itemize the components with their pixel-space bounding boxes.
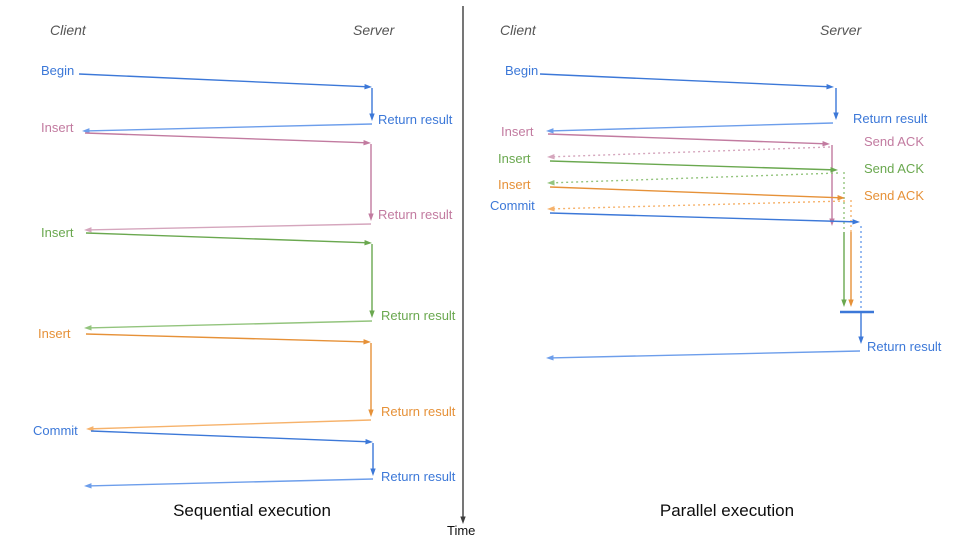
seq-insert3-server-exec-arrowhead — [368, 409, 374, 417]
seq-begin-server-exec — [369, 88, 375, 121]
par-begin-server-exec — [833, 88, 839, 120]
seq-begin-label: Begin — [41, 63, 75, 78]
par-insert3-server-exec — [848, 232, 854, 307]
seq-commit-request — [90, 430, 373, 445]
par-insert1-ack-arrowhead — [547, 154, 555, 160]
par-insert1-server-exec — [829, 145, 835, 226]
seq-insert2-server-exec-arrowhead — [369, 310, 375, 318]
par-insert3-server-exec-arrowhead — [848, 299, 854, 307]
par-return-begin-label: Return result — [853, 111, 928, 126]
par-insert3-request — [549, 186, 845, 201]
seq-begin-return — [82, 123, 373, 134]
par-commit-request-arrowhead — [852, 219, 860, 225]
par-commit-request — [549, 212, 860, 225]
server-header-parallel: Server — [820, 22, 862, 38]
seq-commit-request-arrowhead — [365, 439, 373, 445]
seq-return-begin-label: Return result — [378, 112, 453, 127]
seq-insert1-return — [84, 223, 372, 233]
par-insert2-server-exec — [841, 232, 847, 307]
par-ack2-label: Send ACK — [864, 161, 924, 176]
seq-begin-server-exec-arrowhead — [369, 113, 375, 121]
par-begin-label: Begin — [505, 63, 539, 78]
par-commit-return-arrowhead — [546, 355, 554, 361]
seq-return-insert1-label: Return result — [378, 207, 453, 222]
seq-insert2-return — [84, 320, 373, 331]
seq-begin-request-arrowhead — [364, 83, 372, 90]
par-begin-return-arrowhead — [546, 128, 554, 134]
par-commit-return — [546, 350, 861, 361]
seq-insert3-label: Insert — [38, 326, 71, 341]
seq-insert1-label: Insert — [41, 120, 74, 135]
par-ack1-label: Send ACK — [864, 134, 924, 149]
par-insert2-label: Insert — [498, 151, 531, 166]
seq-insert2-request — [85, 232, 372, 246]
par-insert1-ack — [547, 146, 831, 160]
seq-begin-request — [78, 73, 372, 90]
par-insert2-request-arrowhead — [830, 167, 838, 173]
seq-return-insert2-label: Return result — [381, 308, 456, 323]
par-insert3-ack-arrowhead — [547, 206, 555, 212]
par-insert2-server-exec-arrowhead — [841, 299, 847, 307]
server-header-sequential: Server — [353, 22, 395, 38]
seq-insert3-request-arrowhead — [363, 339, 371, 345]
par-commit-label: Commit — [490, 198, 535, 213]
seq-insert2-return-arrowhead — [84, 325, 92, 331]
seq-insert1-request — [84, 132, 371, 146]
time-axis-label: Time — [447, 523, 476, 538]
par-commit-server-exec — [858, 313, 864, 344]
seq-commit-server-exec — [370, 443, 376, 476]
seq-commit-label: Commit — [33, 423, 78, 438]
par-insert2-ack-arrowhead — [547, 180, 555, 186]
time-axis — [460, 6, 466, 524]
par-insert1-server-exec-arrowhead — [829, 218, 835, 226]
seq-begin-return-arrowhead — [82, 128, 90, 134]
seq-insert2-label: Insert — [41, 225, 74, 240]
seq-insert1-return-arrowhead — [84, 227, 92, 233]
par-commit-server-exec-arrowhead — [858, 336, 864, 344]
seq-insert2-request-arrowhead — [364, 240, 372, 246]
seq-insert1-request-arrowhead — [363, 140, 371, 146]
seq-commit-return — [84, 478, 374, 489]
seq-commit-return-arrowhead — [84, 483, 92, 489]
par-return-commit-label: Return result — [867, 339, 942, 354]
seq-insert3-return — [86, 419, 372, 432]
seq-insert3-server-exec — [368, 343, 374, 417]
seq-insert1-server-exec — [368, 144, 374, 221]
par-insert2-request — [549, 160, 838, 173]
caption-sequential-execution: Sequential execution — [173, 501, 331, 520]
client-header-sequential: Client — [50, 22, 86, 38]
seq-insert1-server-exec-arrowhead — [368, 213, 374, 221]
caption-parallel-execution: Parallel execution — [659, 501, 795, 520]
par-insert3-label: Insert — [498, 177, 531, 192]
par-insert3-request-arrowhead — [837, 195, 845, 201]
time-axis-arrowhead — [460, 516, 466, 524]
seq-insert2-server-exec — [369, 244, 375, 318]
par-insert1-request — [547, 133, 830, 147]
par-insert3-ack — [547, 200, 846, 212]
par-ack3-label: Send ACK — [864, 188, 924, 203]
par-begin-request-arrowhead — [826, 83, 834, 90]
par-insert1-label: Insert — [501, 124, 534, 139]
client-header-parallel: Client — [500, 22, 536, 38]
seq-insert3-request — [85, 333, 371, 345]
par-insert2-ack — [547, 172, 839, 186]
seq-return-commit-label: Return result — [381, 469, 456, 484]
par-begin-return — [546, 122, 834, 134]
par-begin-server-exec-arrowhead — [833, 112, 839, 120]
seq-commit-server-exec-arrowhead — [370, 468, 376, 476]
seq-insert3-return-arrowhead — [86, 426, 94, 432]
par-begin-request — [539, 73, 834, 90]
par-insert1-request-arrowhead — [822, 141, 830, 147]
seq-return-insert3-label: Return result — [381, 404, 456, 419]
